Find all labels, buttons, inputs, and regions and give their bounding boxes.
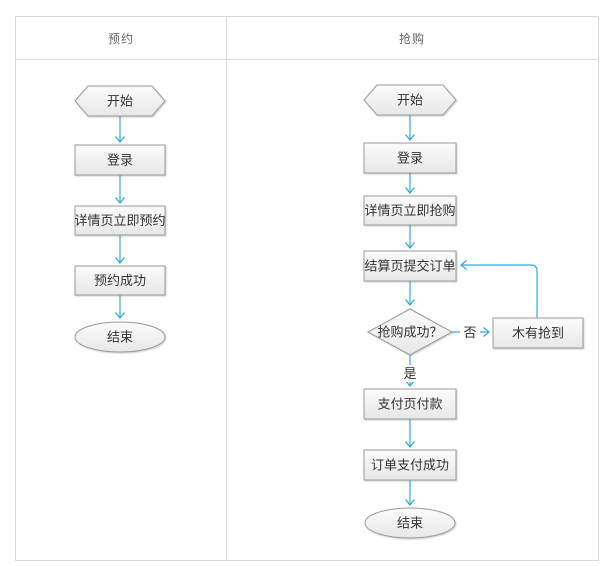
node-login-shape xyxy=(74,144,166,176)
node-decision-shape xyxy=(366,308,454,356)
node-pay-label: 支付页付款 xyxy=(377,397,442,412)
node-start2-shape xyxy=(363,84,457,116)
connectors xyxy=(114,115,538,507)
edge-label-no: 否 xyxy=(463,325,476,340)
node-end-shape xyxy=(74,321,166,353)
node-login2-shape xyxy=(363,142,457,174)
node-end2-shape xyxy=(364,507,456,539)
lane-flash-sale-labels: 开始 登录 详情页立即抢购 结算页提交订单 抢购成功？ 木有抢到 支付页付款 订… xyxy=(364,93,564,531)
node-reserve-success-label: 预约成功 xyxy=(94,273,146,288)
node-paid-label: 订单支付成功 xyxy=(371,458,449,473)
edge-label-yes-bg xyxy=(400,365,420,382)
node-login2-label: 登录 xyxy=(397,151,423,166)
lane-reservation-nodes xyxy=(74,85,166,353)
connector-missed-back-to-checkout xyxy=(459,259,538,318)
node-detail-reserve-shape xyxy=(74,205,166,236)
node-reserve-success-shape xyxy=(74,265,166,296)
node-detail-buy-label: 详情页立即抢购 xyxy=(364,203,455,218)
node-end-label: 结束 xyxy=(107,330,133,345)
lane-flash-sale-nodes xyxy=(363,84,584,539)
lane-header-row: 预约 抢购 xyxy=(16,17,598,60)
lane-header-reservation: 预约 xyxy=(107,31,134,46)
lane-reservation-labels: 开始 登录 详情页立即预约 预约成功 结束 xyxy=(74,94,165,345)
node-detail-buy-shape xyxy=(363,195,457,226)
node-checkout-label: 结算页提交订单 xyxy=(364,259,455,274)
node-detail-reserve-label: 详情页立即预约 xyxy=(74,213,165,228)
edge-label-no-bg xyxy=(460,324,480,341)
node-pay-shape xyxy=(363,388,457,420)
lane-divider xyxy=(226,17,227,560)
node-start2-label: 开始 xyxy=(397,93,423,108)
node-missed-shape xyxy=(492,317,584,349)
node-start-label: 开始 xyxy=(107,94,133,109)
node-login-label: 登录 xyxy=(107,153,133,168)
node-missed-label: 木有抢到 xyxy=(512,326,564,341)
edge-labels: 否 是 xyxy=(400,324,480,382)
node-checkout-shape xyxy=(363,250,457,282)
node-start-shape xyxy=(74,85,166,117)
lane-header-flash-sale: 抢购 xyxy=(398,31,425,46)
node-decision-label: 抢购成功？ xyxy=(377,325,442,340)
edge-label-yes: 是 xyxy=(403,366,416,381)
node-end2-label: 结束 xyxy=(397,516,423,531)
node-paid-shape xyxy=(363,449,457,481)
